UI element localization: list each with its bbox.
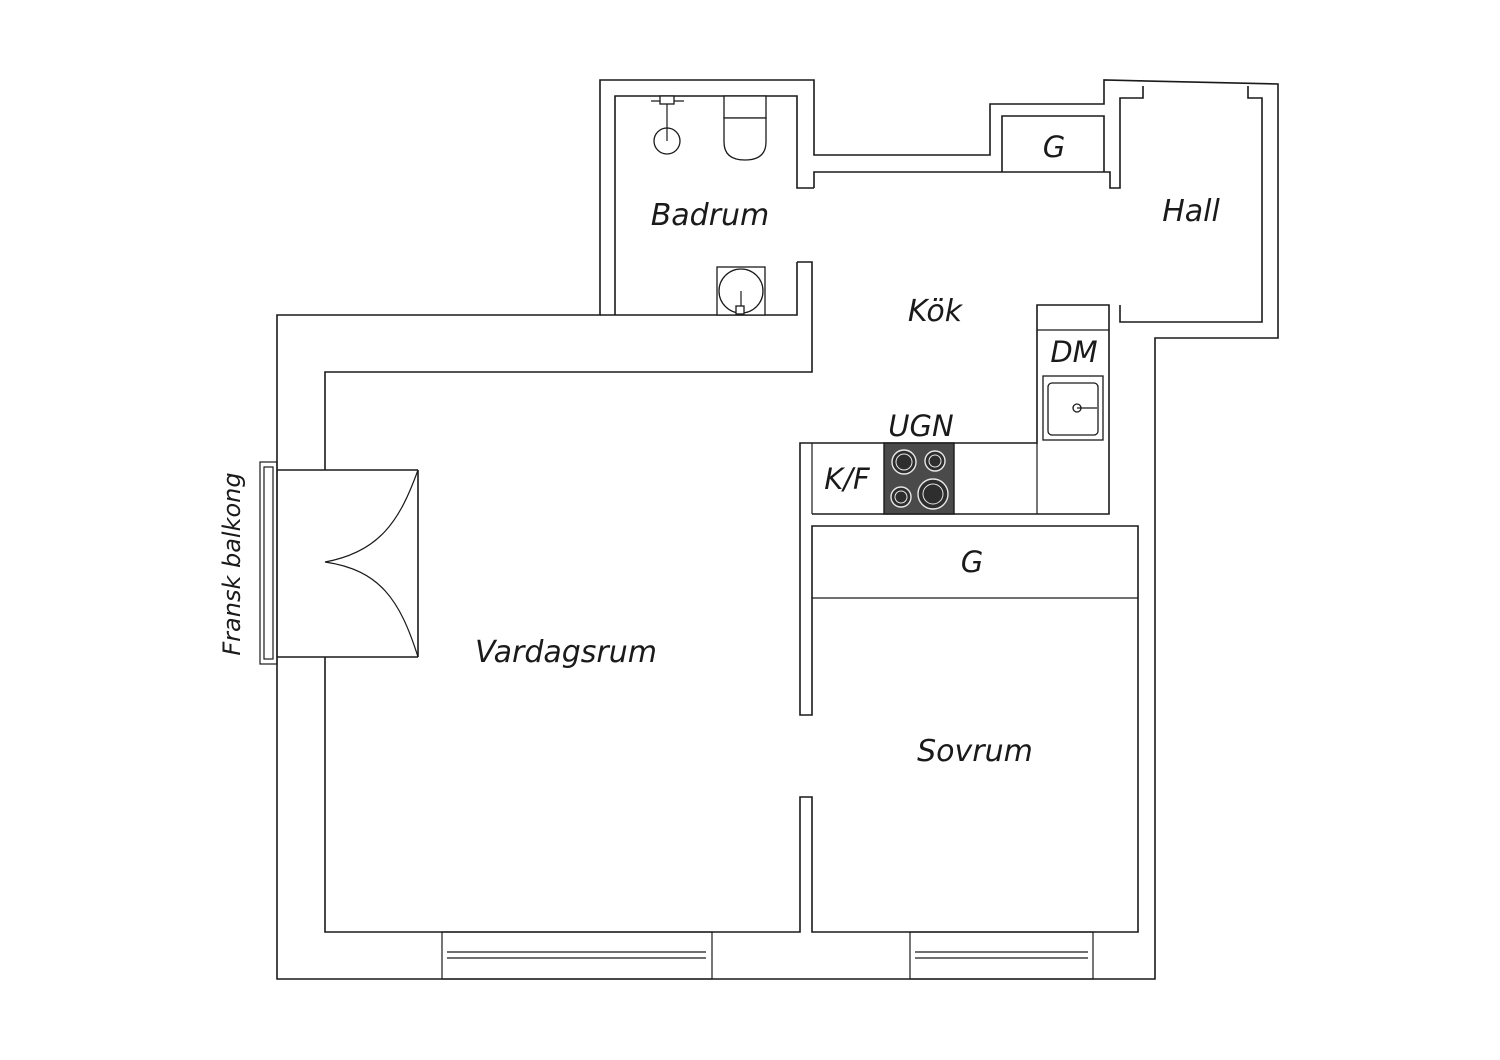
label-sovrum: Sovrum [917,734,1033,769]
label-closet-bedroom: G [961,545,983,579]
label-hall: Hall [1162,194,1220,229]
kitchen-sink [1042,375,1104,441]
bathroom-walls [324,95,814,470]
label-fridge-freezer: K/F [824,462,871,496]
washbasin [716,266,766,316]
living-room-walls [324,304,1139,933]
label-balcony: Fransk balkong [218,472,246,655]
label-closet-hall: G [1043,130,1065,164]
corridor-wall [813,86,1263,323]
window-living [441,931,713,980]
stove [883,442,955,515]
outer-wall [276,79,1279,980]
label-kok: Kök [908,294,964,329]
label-oven: UGN [888,409,953,443]
kitchen-counter [811,329,1109,514]
label-badrum: Badrum [651,198,770,233]
shower [651,95,684,155]
window-bedroom [909,931,1094,980]
toilet [723,95,767,161]
balcony-door [259,461,419,665]
label-vardagsrum: Vardagsrum [475,635,657,670]
label-dishwasher: DM [1050,335,1097,369]
